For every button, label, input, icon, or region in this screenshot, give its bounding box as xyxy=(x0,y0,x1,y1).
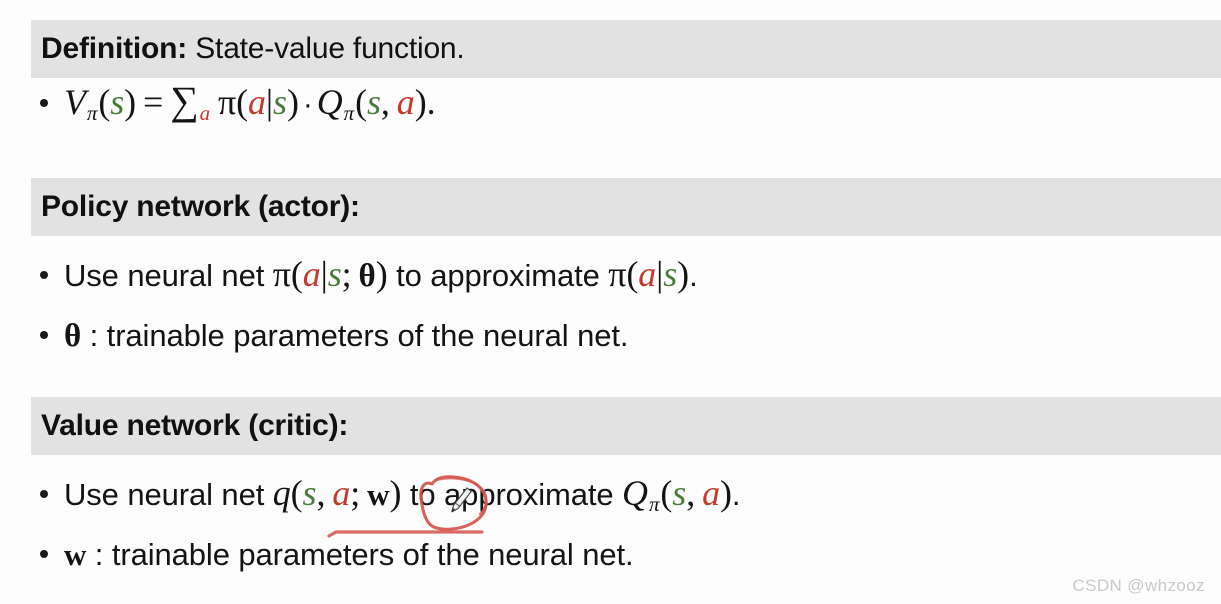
value-tail-Q: Q xyxy=(622,473,648,513)
paren-open-3: ( xyxy=(355,82,367,122)
w-description: : trainable parameters of the neural net… xyxy=(86,537,634,572)
policy-state: s xyxy=(327,254,342,294)
policy-tail-pi: π xyxy=(608,254,627,294)
formula-V-state: s xyxy=(110,82,125,122)
definition-heading: Definition: State-value function. xyxy=(31,32,465,66)
formula-policy-state: s xyxy=(273,82,287,122)
paren-close-2: ) xyxy=(286,82,299,122)
policy-middle: to approximate xyxy=(387,258,609,293)
bullet-dot-icon xyxy=(40,550,48,558)
ink-underline xyxy=(327,530,484,538)
theta-description: : trainable parameters of the neural net… xyxy=(81,318,629,353)
formula-sum-index: a xyxy=(199,101,211,126)
policy-prefix: Use neural net xyxy=(64,258,273,293)
value-action: a xyxy=(332,473,351,513)
value-w-param: w xyxy=(367,477,390,512)
formula-Q-action: a xyxy=(396,82,415,122)
bullet-dot-icon xyxy=(40,490,48,498)
bullet-w-definition: w : trainable parameters of the neural n… xyxy=(40,537,634,573)
value-middle: to approximate xyxy=(401,477,623,512)
policy-period: . xyxy=(689,258,698,293)
policy-tail-action: a xyxy=(638,254,657,294)
formula-policy-symbol: π xyxy=(218,82,237,122)
policy-semicolon: ; xyxy=(341,254,352,294)
section-band-policy-network: Policy network (actor): xyxy=(31,178,1221,236)
policy-action: a xyxy=(302,254,321,294)
value-tail-comma: , xyxy=(686,473,696,513)
formula-period: . xyxy=(426,82,436,122)
paren-open-2: ( xyxy=(660,473,673,513)
value-approximation-text: Use neural net q(s,a;w) to approximate Q… xyxy=(64,475,741,517)
value-network-heading: Value network (critic): xyxy=(41,409,349,442)
theta-definition-text: θ : trainable parameters of the neural n… xyxy=(64,318,628,354)
policy-network-heading: Policy network (actor): xyxy=(41,190,360,223)
formula-Q-state: s xyxy=(366,82,381,122)
policy-tail-bar: | xyxy=(656,254,664,294)
section-band-value-network: Value network (critic): xyxy=(31,397,1221,455)
paren-open: ( xyxy=(98,82,111,122)
paren-close: ) xyxy=(124,82,137,122)
section-band-definition: Definition: State-value function. xyxy=(31,20,1221,78)
value-semicolon: ; xyxy=(350,473,361,513)
w-symbol: w xyxy=(64,537,87,572)
formula-equals: = xyxy=(143,82,164,122)
value-prefix: Use neural net xyxy=(64,477,273,512)
formula-V: V xyxy=(64,82,86,122)
value-period: . xyxy=(731,477,741,512)
value-state: s xyxy=(302,473,317,513)
formula-Q-subscript: π xyxy=(343,101,355,126)
bullet-dot-icon xyxy=(40,99,48,107)
paren-close: ) xyxy=(375,254,388,294)
paren-close-3: ) xyxy=(414,82,427,122)
definition-heading-bold: Definition: xyxy=(41,32,188,65)
policy-pi-symbol: π xyxy=(272,254,291,294)
policy-tail-state: s xyxy=(663,254,678,294)
policy-theta-param: θ xyxy=(358,258,376,294)
paren-open-2: ( xyxy=(626,254,639,294)
value-comma: , xyxy=(316,473,326,513)
bullet-dot-icon xyxy=(40,271,48,279)
bullet-dot-icon xyxy=(40,331,48,339)
w-definition-text: w : trainable parameters of the neural n… xyxy=(64,537,634,573)
formula-policy-action: a xyxy=(248,82,266,122)
value-tail-action: a xyxy=(702,473,720,513)
formula-policy-bar: | xyxy=(265,82,274,122)
formula-multiply-dot: · xyxy=(302,88,313,121)
formula-Q: Q xyxy=(316,82,343,122)
policy-approximation-text: Use neural net π(a|s;θ) to approximate π… xyxy=(64,256,698,294)
value-tail-Q-subscript: π xyxy=(648,492,660,517)
paren-close-2: ) xyxy=(677,254,690,294)
formula-Q-comma: , xyxy=(380,82,390,122)
value-q-symbol: q xyxy=(272,473,291,513)
paren-open-2: ( xyxy=(236,82,249,122)
policy-bar: | xyxy=(320,254,328,294)
value-tail-state: s xyxy=(672,473,687,513)
paren-close: ) xyxy=(389,473,402,513)
paren-open: ( xyxy=(290,254,303,294)
formula-sum-symbol: ∑ xyxy=(170,78,199,123)
formula-V-subscript: π xyxy=(86,101,98,126)
bullet-policy-approximation: Use neural net π(a|s;θ) to approximate π… xyxy=(40,256,698,294)
csdn-watermark: CSDN @whzooz xyxy=(1072,576,1205,595)
paren-open: ( xyxy=(290,473,303,513)
bullet-theta-definition: θ : trainable parameters of the neural n… xyxy=(40,318,628,354)
theta-symbol: θ xyxy=(64,318,82,354)
definition-heading-rest: State-value function. xyxy=(187,32,465,65)
bullet-value-approximation: Use neural net q(s,a;w) to approximate Q… xyxy=(40,475,741,517)
paren-close-2: ) xyxy=(720,473,732,513)
